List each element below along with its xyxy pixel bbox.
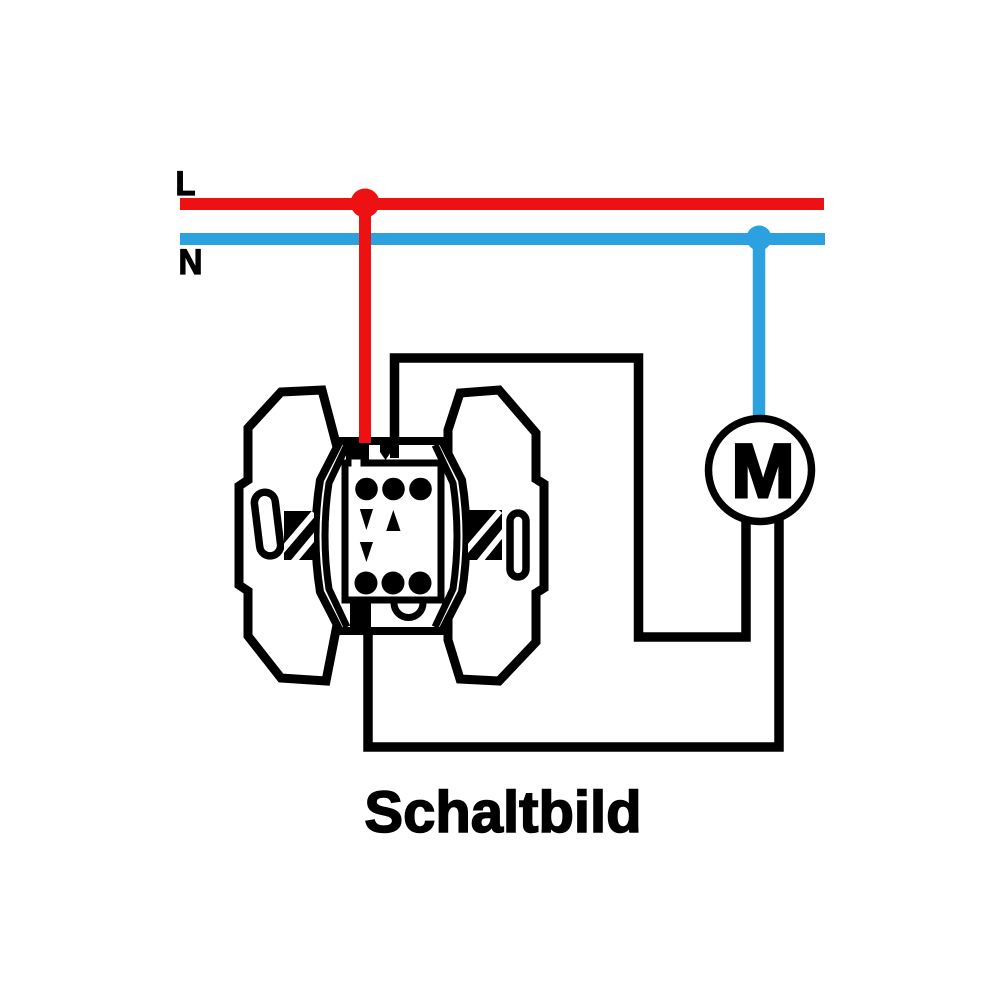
svg-text:M: M — [731, 429, 794, 514]
svg-text:L: L — [176, 165, 196, 203]
svg-text:Schaltbild: Schaltbild — [364, 780, 641, 845]
svg-text:N: N — [179, 243, 203, 282]
